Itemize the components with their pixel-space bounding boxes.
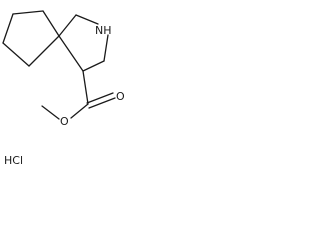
bond-ch2-n bbox=[75, 14, 99, 25]
bond-ch-carbonyl-c bbox=[82, 70, 89, 105]
bond-n-ch2-right bbox=[103, 34, 109, 62]
bond-c2-c3 bbox=[2, 13, 14, 44]
bond-c4-spiro bbox=[28, 35, 60, 67]
ester-oxygen-label: O bbox=[60, 115, 69, 128]
hydrochloride-salt-label: HCl bbox=[4, 154, 23, 167]
bond-c1-c2 bbox=[12, 10, 44, 15]
bond-ester-o-methyl bbox=[41, 105, 60, 120]
carbonyl-oxygen-label: O bbox=[116, 90, 125, 103]
bond-ch-spiro bbox=[58, 35, 84, 72]
bond-carbonyl-c-ester-o bbox=[70, 103, 89, 119]
bond-ch2-ch bbox=[82, 60, 105, 72]
bond-carbonyl-double-1 bbox=[86, 92, 114, 104]
cyclopentane-ring bbox=[2, 10, 60, 67]
nitrogen-label: NH bbox=[95, 24, 112, 37]
bond-spiro-ch2-top bbox=[58, 14, 77, 37]
chemical-structure-diagram: NH O O HCl bbox=[2, 10, 125, 167]
bond-c3-c4 bbox=[2, 42, 30, 67]
methyl-ester-group bbox=[41, 70, 116, 120]
pyrrolidine-ring bbox=[58, 14, 109, 72]
bond-carbonyl-double-2 bbox=[88, 97, 116, 109]
bond-spiro-c1 bbox=[42, 10, 60, 37]
